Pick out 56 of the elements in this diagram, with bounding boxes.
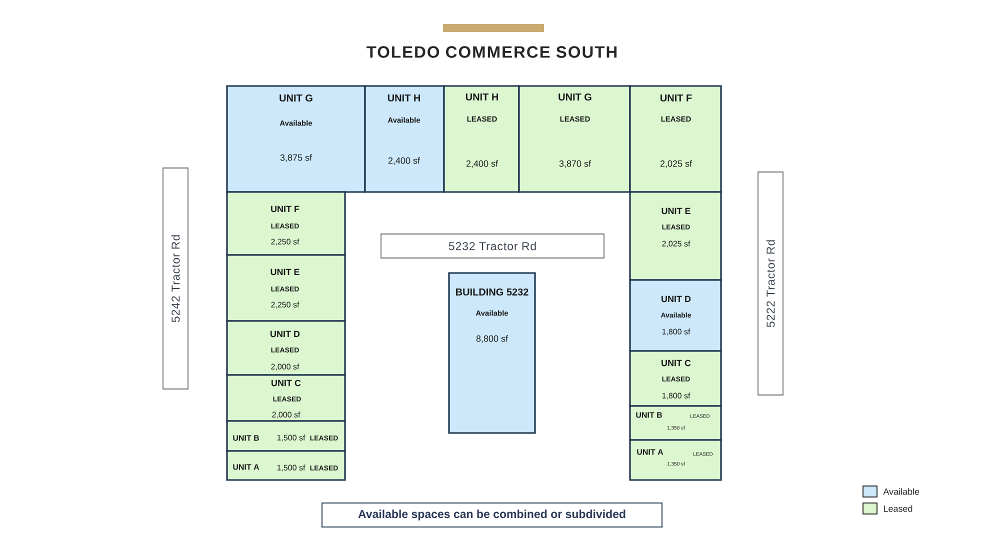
unit-box xyxy=(226,450,346,481)
unit-box xyxy=(226,374,346,422)
unit-name: UNIT C xyxy=(272,380,301,386)
unit-box xyxy=(518,85,631,193)
area-label: 2,250 sf xyxy=(271,302,300,308)
area-label: 2,025 sf xyxy=(660,160,692,168)
area-label: 1,800 sf xyxy=(662,392,690,400)
unit-name: UNIT C xyxy=(662,360,691,366)
unit-box xyxy=(629,350,722,407)
unit-name: BUILDING 5232 xyxy=(456,288,528,296)
area-label: 2,250 sf xyxy=(271,238,300,246)
unit-box xyxy=(226,85,366,193)
unit-name: UNIT H xyxy=(388,94,420,102)
area-label: 1,800 sf xyxy=(662,328,690,336)
unit-name: UNIT F xyxy=(660,94,692,102)
unit-box xyxy=(364,85,445,193)
unit-box xyxy=(226,191,346,256)
unit-name: UNIT A xyxy=(637,449,664,455)
area-label: 1,500 sf xyxy=(277,464,306,472)
note-box: Available spaces can be combined or subdivided xyxy=(322,502,662,528)
unit-box xyxy=(226,420,346,452)
unit-box xyxy=(629,279,722,352)
unit-name: UNIT F xyxy=(271,206,300,212)
road-label: 5232 Tractor Rd xyxy=(380,234,604,258)
road-label: 5242 Tractor Rd xyxy=(162,168,188,390)
building-box xyxy=(448,272,536,434)
unit-name: UNIT B xyxy=(636,412,662,418)
unit-name: UNIT D xyxy=(270,330,300,338)
area-label: 3,870 sf xyxy=(559,160,592,168)
area-label: 2,000 sf xyxy=(272,412,300,418)
unit-box xyxy=(629,405,722,441)
unit-name: UNIT D xyxy=(662,296,691,302)
legend-label: Leased xyxy=(884,505,912,512)
legend-label: Available xyxy=(883,488,920,495)
area-label: 2,400 sf xyxy=(388,157,420,165)
area-label: 3,875 sf xyxy=(280,154,312,162)
unit-name: UNIT A xyxy=(233,464,260,470)
area-label: 2,025 sf xyxy=(662,240,690,248)
area-label: 2,000 sf xyxy=(271,364,300,370)
unit-name: UNIT B xyxy=(233,435,259,441)
unit-name: UNIT G xyxy=(280,94,312,102)
unit-box xyxy=(226,320,346,376)
unit-box xyxy=(443,85,520,193)
unit-box xyxy=(226,254,346,322)
title: TOLEDO COMMERCE SOUTH xyxy=(366,46,617,58)
area-label: 8,800 sf xyxy=(476,335,508,343)
unit-name: UNIT E xyxy=(662,208,690,214)
road-label: 5222 Tractor Rd xyxy=(758,172,784,396)
area-label: 1,500 sf xyxy=(277,434,306,442)
area-label: 2,400 sf xyxy=(466,160,498,168)
unit-name: UNIT E xyxy=(270,268,300,276)
unit-box xyxy=(629,85,722,193)
unit-name: UNIT H xyxy=(466,94,498,100)
unit-box xyxy=(629,191,722,281)
unit-name: UNIT G xyxy=(558,93,592,101)
unit-box xyxy=(629,439,722,481)
